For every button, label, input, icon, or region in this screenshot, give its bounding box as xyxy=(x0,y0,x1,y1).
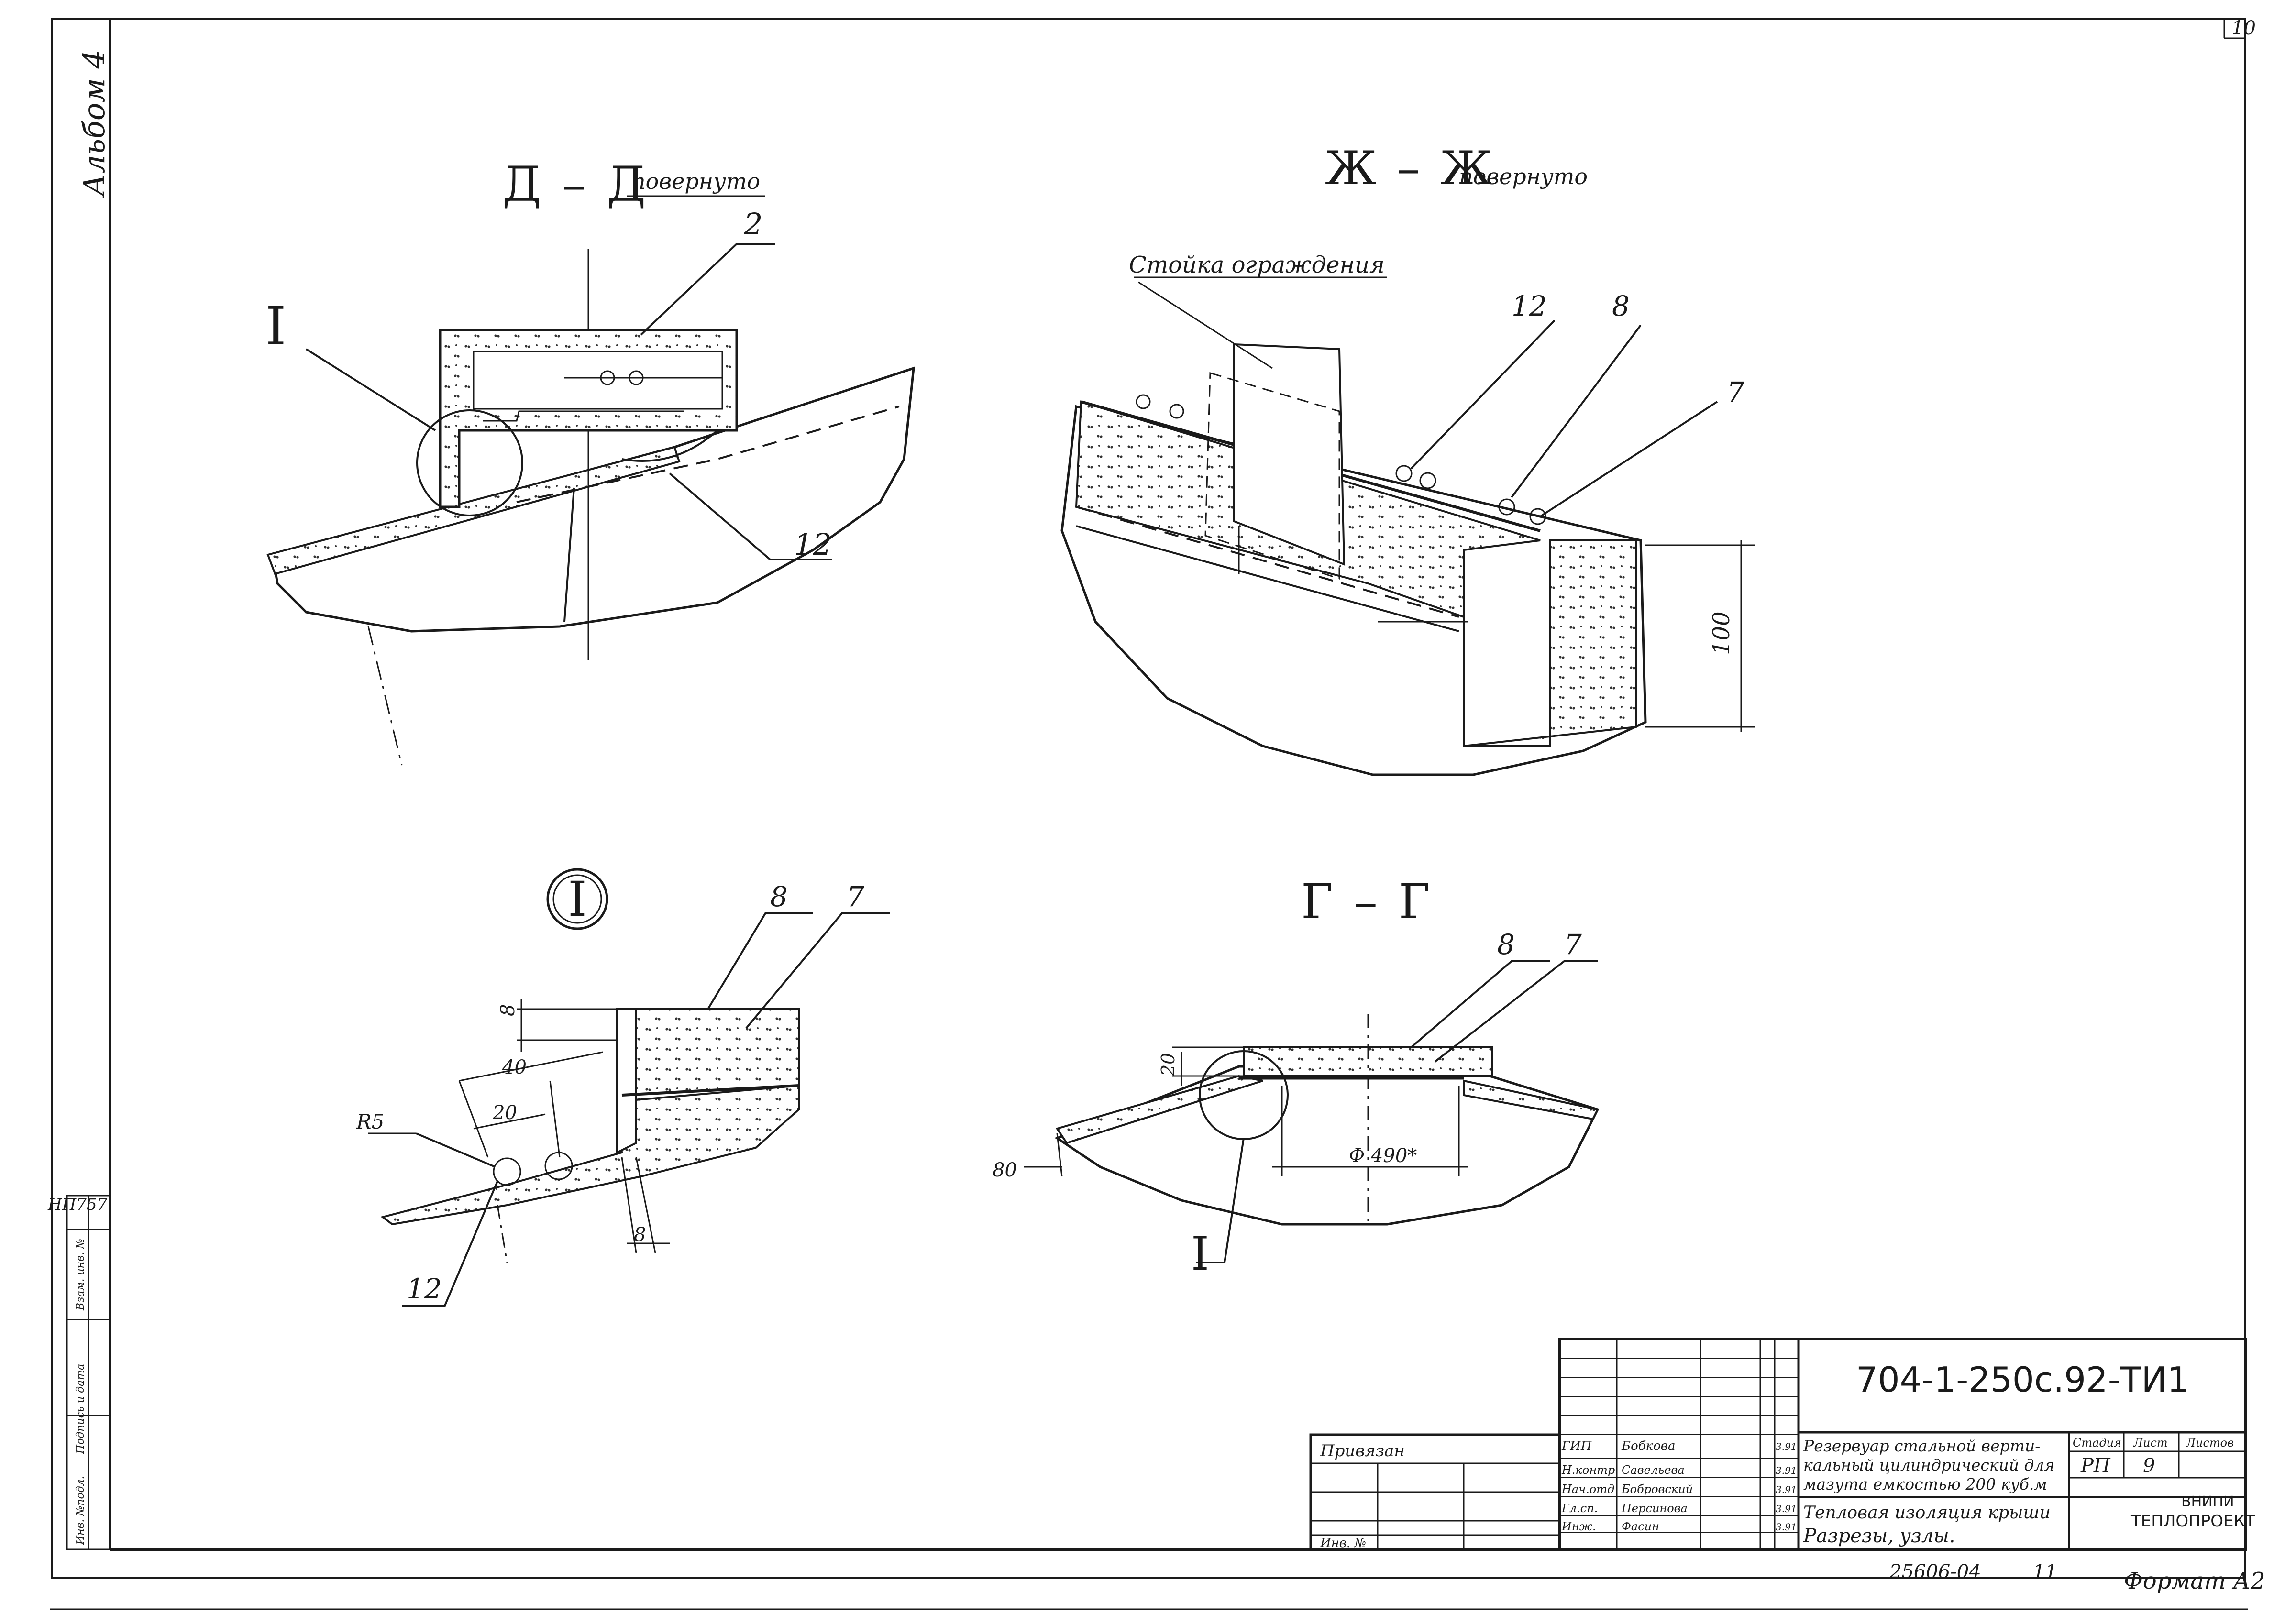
view-zz-dim-100: 100 xyxy=(1708,611,1735,655)
bottom-num: 11 xyxy=(2033,1561,2057,1583)
detail-I-dim-20: 20 xyxy=(492,1102,517,1124)
detail-I-callout-8: 8 xyxy=(770,880,788,913)
view-gg-callout-I: I xyxy=(1191,1227,1209,1281)
view-zz-drawing xyxy=(1060,276,1755,776)
view-dd-callout-I: I xyxy=(265,296,286,357)
album-label: Альбом 4 xyxy=(77,50,111,198)
role-1: Н.контр xyxy=(1561,1463,1615,1477)
detail-I-callout-12: 12 xyxy=(407,1273,442,1305)
view-dd-callout-12: 12 xyxy=(794,527,832,562)
role-3: Гл.сп. xyxy=(1561,1502,1598,1515)
view-dd-title: Д – Д xyxy=(502,156,649,212)
sheets-header: Листов xyxy=(2186,1436,2234,1449)
name-2: Бобровский xyxy=(1621,1482,1693,1496)
detail-I-dim-R5: R5 xyxy=(356,1110,384,1133)
view-gg-dim-80: 80 xyxy=(993,1159,1017,1181)
name-3: Персинова xyxy=(1621,1502,1688,1515)
title-block-attached: Привязан xyxy=(1320,1441,1405,1460)
view-gg-dim-20: 20 xyxy=(1158,1053,1179,1076)
bottom-code: 25606-04 xyxy=(1889,1561,1981,1583)
view-dd-callout-2: 2 xyxy=(743,207,762,242)
sheet-corner-number: 10 xyxy=(2231,17,2256,39)
sheet-title-line-1: Тепловая изоляция крыши xyxy=(1803,1503,2051,1523)
view-gg-title: Г – Г xyxy=(1301,874,1433,930)
object-title-line-1: Резервуар стальной верти- xyxy=(1803,1437,2040,1455)
org-line-1: ВНИПИ xyxy=(2181,1493,2234,1510)
view-zz-suffix: повернуто xyxy=(1459,164,1588,189)
role-4: Инж. xyxy=(1561,1520,1596,1533)
side-label-inv: Инв. №подл. xyxy=(75,1476,87,1545)
sheet-value: 9 xyxy=(2143,1455,2155,1477)
format-label: Формат А2 xyxy=(2124,1568,2265,1594)
side-label-replace: Взам. инв. № xyxy=(75,1239,87,1311)
detail-I-dim-40: 40 xyxy=(502,1056,527,1078)
date-3: 3.91 xyxy=(1776,1503,1797,1515)
view-zz-callout-7: 7 xyxy=(1727,376,1744,408)
view-dd-suffix: повернуто xyxy=(631,168,760,194)
title-block-grid xyxy=(1309,1338,2247,1551)
view-zz-callout-8: 8 xyxy=(1612,290,1630,322)
stage-value: РП xyxy=(2080,1455,2111,1477)
date-1: 3.91 xyxy=(1776,1465,1797,1476)
view-zz-railing-label: Стойка ограждения xyxy=(1129,252,1385,278)
title-block-code: 704-1-250с.92-ТИ1 xyxy=(1856,1360,2189,1400)
name-0: Бобкова xyxy=(1621,1439,1675,1453)
view-gg-drawing xyxy=(1024,960,1600,1263)
object-title-line-2: кальный цилиндрический для xyxy=(1803,1456,2054,1474)
detail-I-callout-7: 7 xyxy=(847,880,864,913)
role-0: ГИП xyxy=(1561,1439,1592,1453)
object-title-line-3: мазута емкостью 200 куб.м xyxy=(1803,1475,2047,1493)
view-gg-callout-7: 7 xyxy=(1564,928,1582,961)
title-block-inv-label: Инв. № xyxy=(1320,1536,1366,1550)
date-0: 3.91 xyxy=(1776,1441,1797,1452)
name-4: Фасин xyxy=(1622,1520,1659,1533)
view-gg-callout-8: 8 xyxy=(1497,928,1515,961)
view-zz-callout-12: 12 xyxy=(1512,290,1547,322)
name-1: Савельева xyxy=(1622,1463,1685,1477)
date-2: 3.91 xyxy=(1776,1484,1797,1495)
org-line-2: ТЕПЛОПРОЕКТ xyxy=(2130,1512,2255,1531)
side-label-sign: Подпись и дата xyxy=(75,1364,87,1454)
view-dd-drawing xyxy=(266,243,915,766)
view-gg-dim-phi: Ф 490* xyxy=(1349,1145,1417,1167)
detail-I-dim-8-top: 8 xyxy=(497,1004,519,1016)
detail-I-marker: I xyxy=(568,871,587,927)
role-2: Нач.отд xyxy=(1561,1482,1614,1496)
inv-side-number: НП757 xyxy=(47,1195,108,1214)
detail-I-drawing xyxy=(368,868,890,1307)
view-zz-title: Ж – Ж xyxy=(1325,142,1495,195)
date-4: 3.91 xyxy=(1776,1521,1797,1533)
sheet-header: Лист xyxy=(2133,1436,2168,1449)
sheet-title-line-2: Разрезы, узлы. xyxy=(1803,1525,1955,1547)
detail-I-dim-8-bottom: 8 xyxy=(634,1224,646,1246)
stage-header: Стадия xyxy=(2073,1436,2121,1449)
